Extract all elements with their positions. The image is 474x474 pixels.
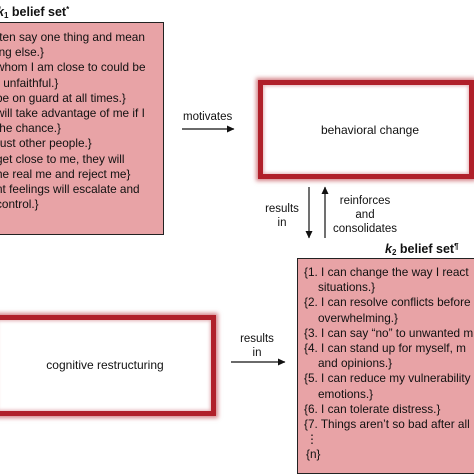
k2-belief-line: {2. I can resolve conflicts before <box>304 295 471 310</box>
k2-belief-line: {6. I can tolerate distress.} <box>304 401 441 416</box>
k1-belief-list: ften say one thing and mean ing else.} w… <box>0 30 146 212</box>
k2-title-text: belief set <box>399 242 455 256</box>
motivates-label: motivates <box>183 111 233 123</box>
k1-belief-line: he real me and reject me} <box>0 166 131 181</box>
reinforces-line2: and <box>355 209 375 221</box>
behavioral-change-label: behavioral change <box>320 123 420 137</box>
k1-belief-line: whom I am close to could be <box>0 60 146 75</box>
k2-belief-line: {3. I can say “no” to unwanted m <box>304 325 474 340</box>
k2-belief-line: and opinions.} <box>318 356 393 371</box>
cognitive-restructuring-box <box>0 315 216 416</box>
k1-belief-line: ften say one thing and mean <box>0 30 145 44</box>
behavioral-change-box <box>258 80 474 179</box>
k1-belief-line: be on guard at all times.} <box>0 90 126 105</box>
k2-belief-line: {4. I can stand up for myself, m <box>304 341 466 356</box>
reinforces-line3: consolidates <box>333 223 397 235</box>
k1-title-k-visible: k <box>0 5 4 19</box>
k2-belief-set-title: k2 belief set¶ <box>385 240 459 260</box>
k1-belief-line: will take advantage of me if I <box>0 106 145 121</box>
k1-title-mark: * <box>66 5 70 14</box>
k1-belief-line: ” unfaithful.} <box>0 75 59 90</box>
k2-title-k: k <box>385 242 392 256</box>
k1-belief-line: get close to me, they will <box>0 151 125 166</box>
k1-belief-line: nt feelings will escalate and <box>0 182 140 197</box>
k1-belief-line: ing else.} <box>0 45 44 60</box>
k2-belief-line: {n} <box>306 447 321 462</box>
k1-belief-line: the chance.} <box>0 121 61 136</box>
k2-belief-list: {1. I can change the way I react situati… <box>304 265 473 463</box>
cognitive-restructuring-label: cognitive restructuring <box>46 358 164 372</box>
k1-title-subscript: 1 <box>3 11 9 20</box>
reinforces-line1: reinforces <box>339 195 391 207</box>
results-in-top-line2: in <box>277 217 287 229</box>
k1-belief-line: control.} <box>0 197 39 212</box>
results-in-bottom-line1: results <box>240 333 274 345</box>
reinforces-label: reinforces and consolidates <box>325 194 405 236</box>
k2-belief-line: {1. I can change the way I react <box>304 265 469 279</box>
results-in-bottom-label: results in <box>232 332 282 360</box>
k2-belief-set-box <box>297 258 474 474</box>
k2-belief-line: overwhelming.} <box>318 310 398 325</box>
k1-title-text: belief set <box>11 5 67 19</box>
k1-belief-set-box <box>0 22 164 235</box>
results-in-top-line1: results <box>265 203 299 215</box>
k2-belief-line: emotions.} <box>318 386 374 401</box>
k2-title-mark: ¶ <box>454 242 459 251</box>
k2-belief-line: {5. I can reduce my vulnerability <box>304 371 471 386</box>
k2-belief-line: situations.} <box>318 280 376 295</box>
results-in-bottom-line2: in <box>252 347 262 359</box>
k2-title-subscript: 2 <box>391 248 397 257</box>
k2-belief-line: ⋮ <box>306 432 318 447</box>
k1-belief-set-title: kk1 belief set* <box>0 3 69 23</box>
results-in-top-label: results in <box>262 202 302 230</box>
k1-belief-line: rust other people.} <box>0 136 92 151</box>
k2-belief-line: {7. Things aren’t so bad after all <box>304 417 470 432</box>
